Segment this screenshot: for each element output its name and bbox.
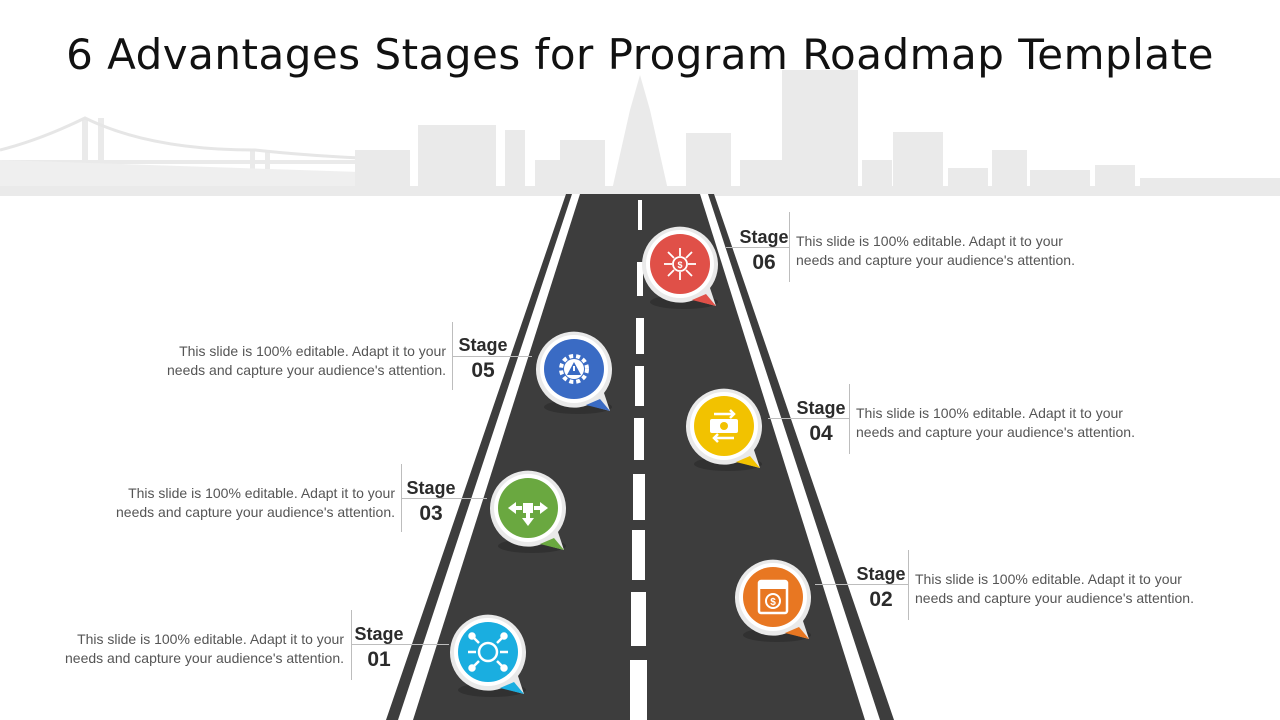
marker-stage-02: $ (734, 559, 811, 642)
left-road-edge-line (398, 194, 580, 720)
money-exchange-icon (710, 409, 738, 443)
stage-01-text-line-1: This slide is 100% editable. Adapt it to… (77, 631, 344, 647)
stage-02-text-line-1: This slide is 100% editable. Adapt it to… (915, 571, 1182, 587)
stage-03-connector (401, 498, 487, 499)
stage-03-label: Stage (406, 478, 456, 498)
stage-01-text-line-2: needs and capture your audience's attent… (65, 650, 344, 666)
stage-06-text-line-2: needs and capture your audience's attent… (796, 252, 1075, 268)
stage-01-connector (351, 644, 449, 645)
stage-03-text-line-1: This slide is 100% editable. Adapt it to… (128, 485, 395, 501)
stage-01-description: This slide is 100% editable. Adapt it to… (18, 630, 344, 668)
move-arrows-icon (508, 502, 548, 526)
stage-06-divider (789, 212, 790, 282)
stage-06-number: 06 (752, 251, 776, 274)
bridge-silhouette (0, 116, 361, 190)
stage-03-number: 03 (419, 502, 443, 525)
city-skyline (0, 70, 1280, 196)
stage-04-label: Stage (796, 398, 846, 418)
stage-04-connector (768, 418, 849, 419)
slide-title: 6 Advantages Stages for Program Roadmap … (66, 30, 1214, 79)
stage-06-heading: Stage 06 (736, 226, 792, 278)
svg-text:$: $ (677, 260, 682, 270)
stage-06-text-line-1: This slide is 100% editable. Adapt it to… (796, 233, 1063, 249)
stage-03-description: This slide is 100% editable. Adapt it to… (68, 484, 395, 522)
svg-text:$: $ (770, 597, 776, 608)
dollar-network-icon: $ (664, 248, 696, 280)
stage-04-text-line-1: This slide is 100% editable. Adapt it to… (856, 405, 1123, 421)
stage-05-number: 05 (471, 359, 495, 382)
marker-stage-01 (449, 614, 526, 697)
stage-05-label: Stage (458, 335, 508, 355)
stage-02-number: 02 (869, 588, 893, 611)
stage-04-heading: Stage 04 (793, 397, 849, 449)
marker-stage-03 (489, 470, 566, 553)
stage-02-heading: Stage 02 (852, 563, 910, 615)
marker-stage-05 (535, 331, 612, 414)
gear-warning-icon (559, 354, 589, 384)
stage-05-text-line-1: This slide is 100% editable. Adapt it to… (179, 343, 446, 359)
stage-02-divider (908, 550, 909, 620)
stage-01-label: Stage (354, 624, 404, 644)
right-road-edge-line (700, 194, 880, 720)
stage-01-heading: Stage 01 (350, 623, 408, 675)
stage-06-connector (726, 247, 789, 248)
stage-06-label: Stage (739, 227, 789, 247)
stage-01-number: 01 (367, 648, 391, 671)
stage-04-number: 04 (809, 422, 833, 445)
stage-06-description: This slide is 100% editable. Adapt it to… (796, 232, 1116, 270)
center-dashed-line (630, 200, 647, 720)
stage-04-description: This slide is 100% editable. Adapt it to… (856, 404, 1176, 442)
stage-02-label: Stage (856, 564, 906, 584)
network-hub-icon (468, 632, 508, 672)
stage-05-description: This slide is 100% editable. Adapt it to… (120, 342, 446, 380)
stage-04-text-line-2: needs and capture your audience's attent… (856, 424, 1135, 440)
stage-02-description: This slide is 100% editable. Adapt it to… (915, 570, 1235, 608)
stage-01-divider (351, 610, 352, 680)
stage-03-heading: Stage 03 (403, 477, 459, 529)
stage-05-text-line-2: needs and capture your audience's attent… (167, 362, 446, 378)
marker-stage-06: $ (641, 226, 718, 309)
money-box-icon: $ (757, 579, 789, 615)
marker-stage-04 (685, 388, 762, 471)
stage-05-heading: Stage 05 (455, 334, 511, 386)
stage-03-text-line-2: needs and capture your audience's attent… (116, 504, 395, 520)
stage-02-connector (815, 584, 908, 585)
stage-02-text-line-2: needs and capture your audience's attent… (915, 590, 1194, 606)
stage-04-divider (849, 384, 850, 454)
stage-05-connector (452, 356, 532, 357)
